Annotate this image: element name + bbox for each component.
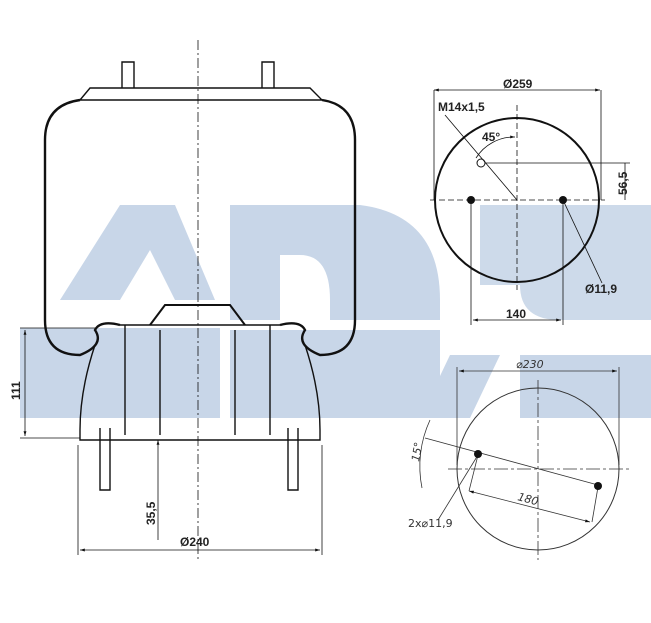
bottom-diameter-label: ⌀230 bbox=[516, 358, 544, 371]
bottom-studs bbox=[99, 428, 299, 491]
top-plate-view bbox=[430, 88, 630, 325]
bottom-plate-view bbox=[419, 367, 632, 560]
bottom-angle-label: 15° bbox=[409, 441, 425, 462]
bottom-hole-spacing-label: 180 bbox=[516, 490, 540, 508]
bellows-left bbox=[43, 98, 121, 357]
hole-spacing-label: 140 bbox=[506, 307, 526, 321]
top-plate bbox=[79, 87, 324, 101]
thread-label: M14x1,5 bbox=[438, 100, 485, 114]
side-view bbox=[20, 40, 357, 560]
bumper bbox=[149, 304, 246, 326]
bottom-holes-label: 2x⌀11,9 bbox=[408, 517, 453, 530]
watermark-logo bbox=[20, 205, 651, 418]
angle-label: 45° bbox=[482, 130, 500, 144]
top-studs bbox=[121, 61, 275, 88]
hole-diameter-label: Ø11,9 bbox=[585, 282, 617, 296]
stud-dim-label: 35,5 bbox=[144, 501, 158, 525]
top-diameter-label: Ø259 bbox=[503, 77, 533, 91]
offset-label: 56,5 bbox=[616, 171, 630, 195]
height-dim-label: 111 bbox=[9, 381, 23, 400]
piston-body bbox=[79, 344, 321, 441]
piston bbox=[120, 324, 280, 435]
base-diameter-label: Ø240 bbox=[180, 535, 210, 549]
